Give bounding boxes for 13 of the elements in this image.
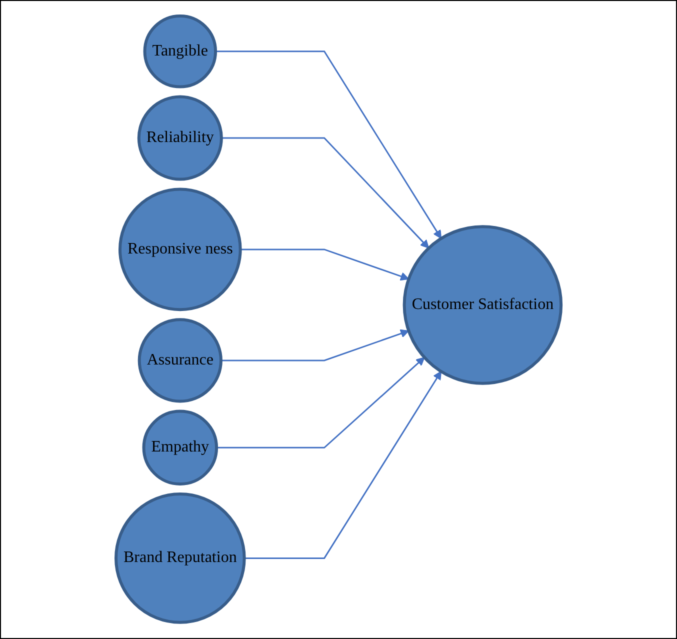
node-circle: Empathy [142, 410, 218, 486]
arrow [216, 357, 425, 449]
arrow [240, 249, 410, 281]
node-circle: Assurance [138, 318, 222, 404]
arrow [215, 50, 442, 240]
node-circle: Brand Reputation [114, 492, 246, 624]
node-circle: Tangible [143, 14, 217, 89]
arrow [221, 138, 430, 249]
node-circle: Reliability [137, 96, 223, 182]
node-circle: Customer Satisfaction [402, 225, 563, 386]
arrow [220, 330, 410, 362]
node-circle: Responsive ness [118, 188, 242, 312]
arrow [244, 371, 442, 560]
